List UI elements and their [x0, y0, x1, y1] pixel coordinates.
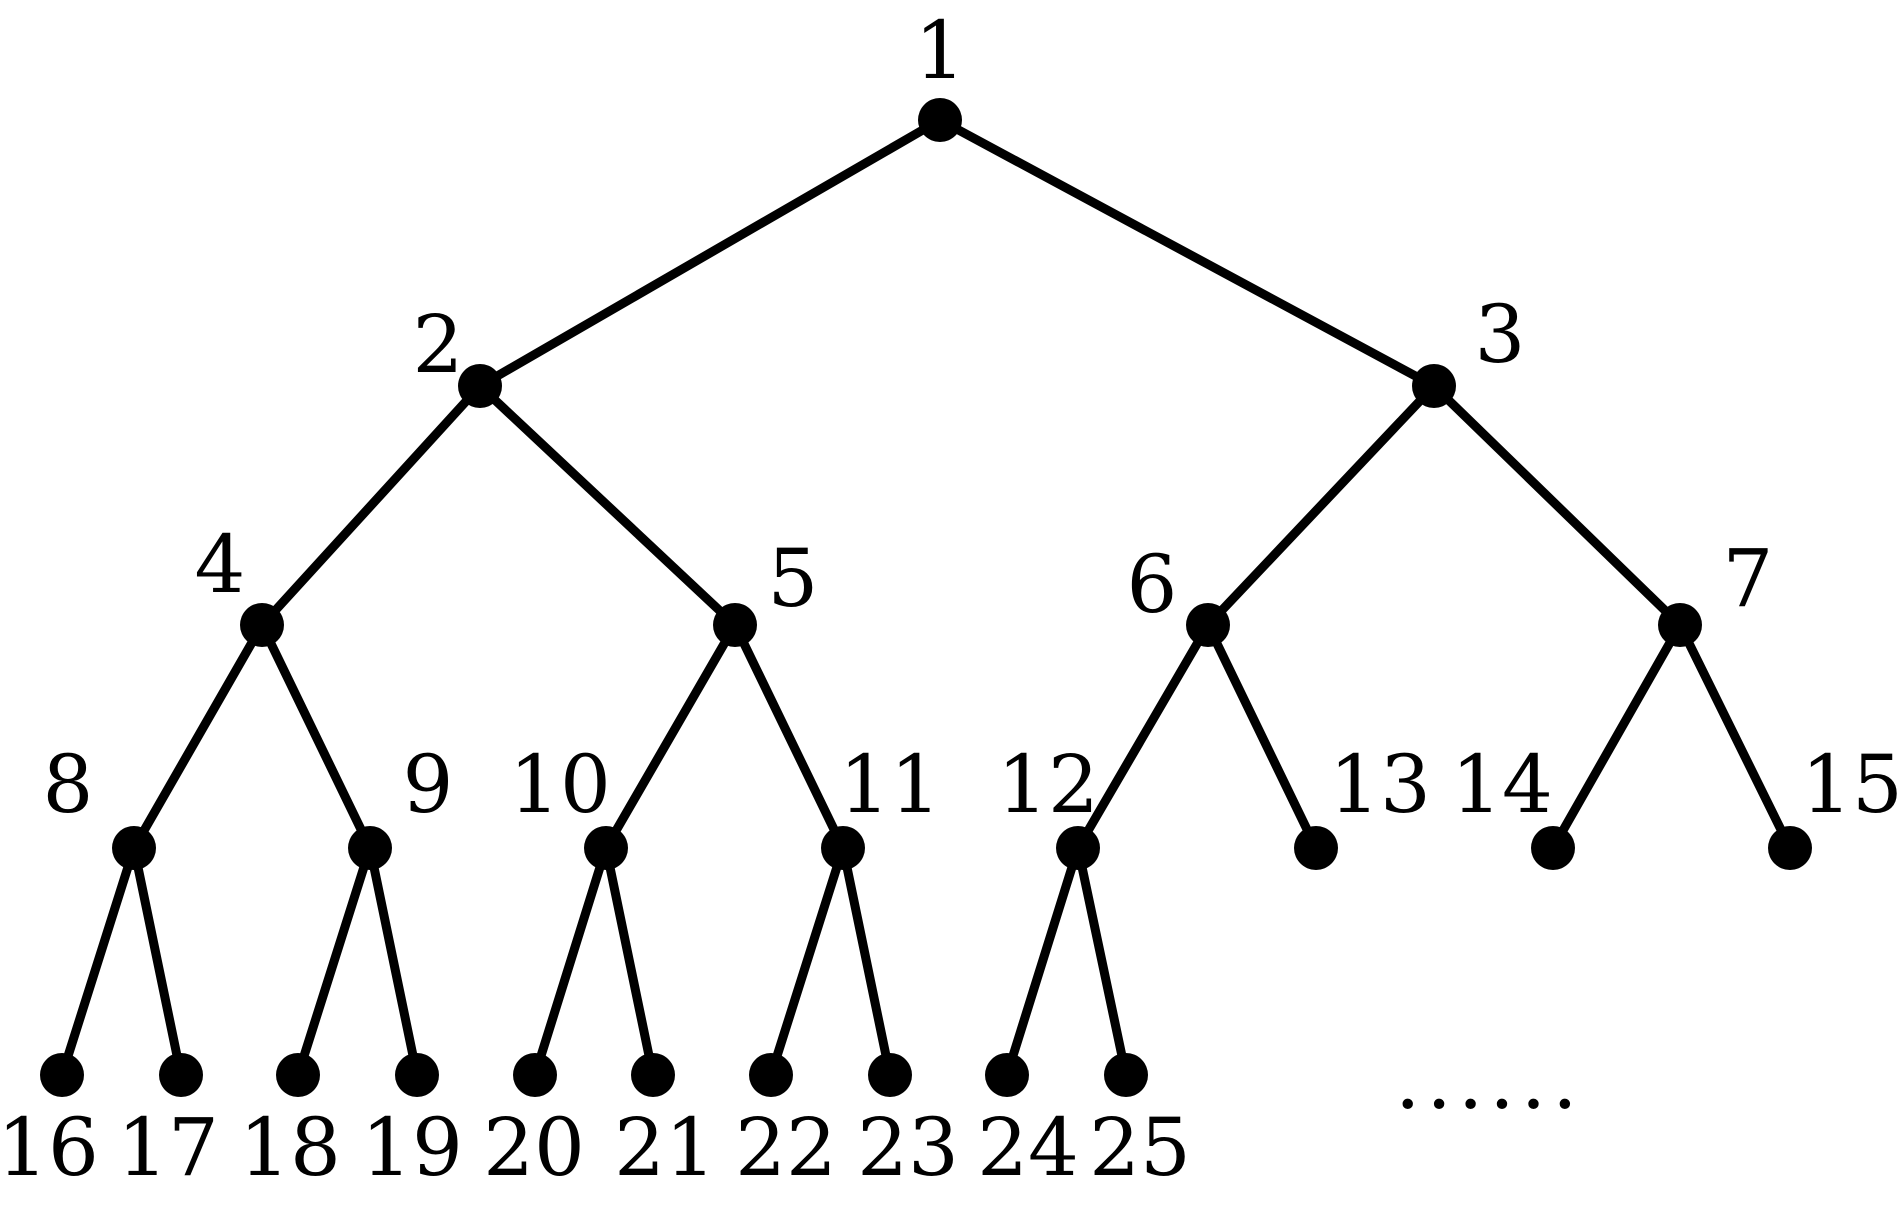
- edge-7-15: [1675, 620, 1795, 853]
- node-label-6: 6: [1127, 538, 1178, 631]
- node-25: [1104, 1053, 1148, 1097]
- edge-8-17: [129, 843, 186, 1080]
- node-label-16: 16: [0, 1101, 99, 1194]
- node-label-15: 15: [1801, 738, 1901, 831]
- node-17: [159, 1053, 203, 1097]
- edge-3-7: [1429, 381, 1685, 630]
- edge-10-20: [530, 843, 611, 1080]
- node-15: [1768, 826, 1812, 870]
- edge-11-23: [838, 843, 895, 1080]
- tree-nodes: [40, 98, 1812, 1097]
- node-label-14: 14: [1451, 738, 1553, 831]
- node-label-19: 19: [361, 1101, 463, 1194]
- node-label-2: 2: [413, 298, 464, 391]
- edge-1-3: [935, 115, 1439, 391]
- node-label-25: 25: [1089, 1101, 1191, 1194]
- node-label-24: 24: [977, 1101, 1079, 1194]
- continuation-ellipsis: ......: [1395, 1034, 1584, 1127]
- node-12: [1056, 826, 1100, 870]
- node-6: [1186, 603, 1230, 647]
- node-label-1: 1: [915, 4, 966, 97]
- edge-9-19: [365, 843, 422, 1080]
- node-label-9: 9: [403, 738, 454, 831]
- node-label-11: 11: [839, 738, 941, 831]
- edge-2-4: [257, 381, 485, 630]
- edge-10-21: [601, 843, 658, 1080]
- node-label-18: 18: [239, 1101, 341, 1194]
- node-13: [1294, 826, 1338, 870]
- node-label-23: 23: [857, 1101, 959, 1194]
- tree-edges: [57, 115, 1795, 1080]
- edge-9-18: [293, 843, 375, 1080]
- edge-5-11: [730, 620, 848, 853]
- edge-7-14: [1548, 620, 1685, 853]
- edge-5-10: [601, 620, 740, 853]
- node-label-8: 8: [43, 738, 94, 831]
- node-11: [821, 826, 865, 870]
- node-19: [395, 1053, 439, 1097]
- node-label-20: 20: [483, 1101, 585, 1194]
- node-label-10: 10: [509, 738, 611, 831]
- node-2: [458, 364, 502, 408]
- node-label-22: 22: [735, 1101, 837, 1194]
- node-7: [1658, 603, 1702, 647]
- edge-12-25: [1073, 843, 1131, 1080]
- node-9: [348, 826, 392, 870]
- node-8: [112, 826, 156, 870]
- node-label-12: 12: [997, 738, 1099, 831]
- node-label-17: 17: [117, 1101, 219, 1194]
- node-1: [918, 98, 962, 142]
- node-label-7: 7: [1723, 532, 1774, 625]
- edge-2-5: [475, 381, 740, 630]
- node-16: [40, 1053, 84, 1097]
- node-label-21: 21: [614, 1101, 716, 1194]
- node-label-3: 3: [1475, 288, 1526, 381]
- edge-6-13: [1203, 620, 1321, 853]
- edge-12-24: [1002, 843, 1083, 1080]
- node-label-5: 5: [768, 532, 819, 625]
- edge-1-2: [475, 115, 945, 391]
- edge-3-6: [1203, 381, 1439, 630]
- node-5: [713, 603, 757, 647]
- edge-11-22: [766, 843, 848, 1080]
- edge-4-8: [129, 620, 267, 853]
- node-label-4: 4: [195, 518, 246, 611]
- node-3: [1412, 364, 1456, 408]
- node-label-13: 13: [1329, 738, 1431, 831]
- node-14: [1531, 826, 1575, 870]
- node-20: [513, 1053, 557, 1097]
- node-23: [868, 1053, 912, 1097]
- edge-4-9: [257, 620, 375, 853]
- node-18: [276, 1053, 320, 1097]
- node-21: [631, 1053, 675, 1097]
- node-4: [240, 603, 284, 647]
- node-10: [584, 826, 628, 870]
- node-22: [749, 1053, 793, 1097]
- edge-8-16: [57, 843, 139, 1080]
- edge-6-12: [1073, 620, 1213, 853]
- node-24: [985, 1053, 1029, 1097]
